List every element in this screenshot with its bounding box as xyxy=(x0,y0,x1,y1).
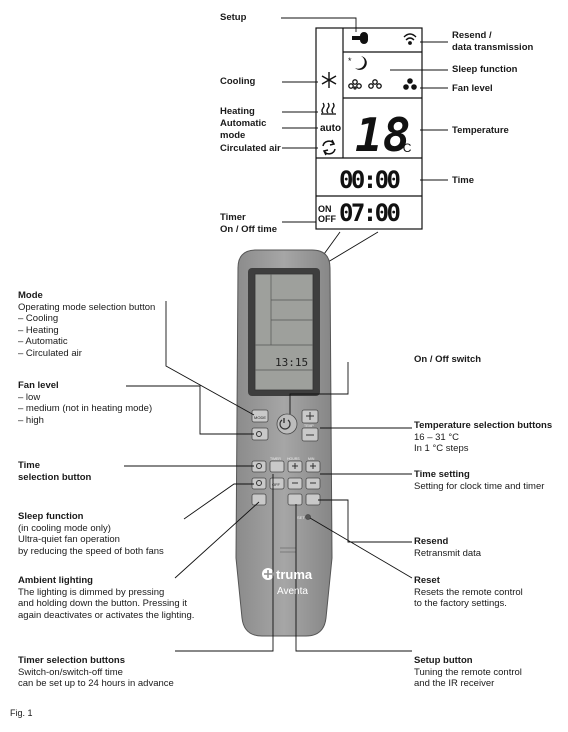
truma-logo-icon xyxy=(262,568,274,580)
light-shape xyxy=(251,493,267,506)
set-label: SET xyxy=(297,515,305,520)
callout-time-sel-title: Time selection button xyxy=(18,460,92,483)
callout-resend-desc: Retransmit data xyxy=(414,547,482,559)
remote-grille xyxy=(280,547,296,553)
snowflake-icon xyxy=(321,72,337,88)
label-timer-on-off: Timer On / Off time xyxy=(220,212,277,235)
callout-setup-desc: Tuning the remote control and the IR rec… xyxy=(414,666,522,690)
lcd-display-enlarged xyxy=(315,27,423,230)
circulated-air-icon xyxy=(322,139,336,156)
svg-text:*: * xyxy=(348,56,352,66)
hours-label: HOURS xyxy=(287,457,300,461)
remote-control xyxy=(235,249,333,637)
label-fan-level: Fan level xyxy=(452,83,493,94)
label-time: Time xyxy=(452,175,475,186)
callout-time-setting-title: Time setting xyxy=(414,469,470,480)
callout-setup-button: Setup button Tuning the remote control a… xyxy=(414,655,522,690)
moon-icon: * xyxy=(348,56,367,70)
callout-ambient-lighting: Ambient lighting The lighting is dimmed … xyxy=(18,575,194,621)
callout-time-setting-desc: Setting for clock time and timer xyxy=(414,480,545,492)
callout-mode: Mode Operating mode selection button – C… xyxy=(18,290,155,359)
callout-mode-desc: Operating mode selection button – Coolin… xyxy=(18,301,156,359)
timer-off-button[interactable]: OFF xyxy=(272,482,281,487)
time-sel-shape xyxy=(251,460,267,473)
callout-ambient-title: Ambient lighting xyxy=(18,575,93,586)
callout-sleep-function: Sleep function (in cooling mode only) Ul… xyxy=(18,511,164,557)
timer-label: TIMER xyxy=(270,457,281,461)
resend-shape xyxy=(305,493,321,506)
timer-on-text: ON xyxy=(318,204,332,214)
callout-on-off: On / Off switch xyxy=(414,354,481,366)
timer-off-shape xyxy=(269,477,285,490)
callout-fan-desc: – low – medium (not in heating mode) – h… xyxy=(18,391,153,426)
label-resend-data: Resend / data transmission xyxy=(452,30,534,53)
figure-label: Fig. 1 xyxy=(10,708,33,718)
callout-sleep-desc: (in cooling mode only) Ultra-quiet fan o… xyxy=(18,522,164,557)
label-circulated-air: Circulated air xyxy=(220,143,281,154)
sleep-shape xyxy=(251,477,267,490)
fan-icon-low xyxy=(348,79,362,90)
callout-reset-title: Reset xyxy=(414,575,440,586)
callout-timer-sel-title: Timer selection buttons xyxy=(18,655,125,666)
button-glyphs xyxy=(256,412,316,486)
reset-hole-shape xyxy=(305,514,311,520)
mode-button-shape xyxy=(251,409,269,423)
callout-fan-title: Fan level xyxy=(18,380,59,391)
auto-mode-text: auto xyxy=(320,123,341,134)
callout-temp-sel-title: Temperature selection buttons xyxy=(414,420,553,431)
callout-setup-title: Setup button xyxy=(414,655,473,666)
heating-icon xyxy=(321,102,336,115)
callout-sleep-title: Sleep function xyxy=(18,511,84,522)
callout-fan-level: Fan level – low – medium (not in heating… xyxy=(18,380,152,426)
callout-timer-sel-desc: Switch-on/switch-off time can be set up … xyxy=(18,666,174,690)
temperature-unit: °C xyxy=(398,141,412,155)
callout-time-selection: Time selection button xyxy=(18,460,91,483)
remote-lcd-time: 13:15 xyxy=(275,356,308,369)
temp-label: TEMP xyxy=(304,424,314,428)
wifi-icon xyxy=(403,33,417,45)
callout-time-setting: Time setting Setting for clock time and … xyxy=(414,469,544,492)
callout-timer-selection: Timer selection buttons Switch-on/switch… xyxy=(18,655,174,690)
label-cooling: Cooling xyxy=(220,76,256,87)
callout-temp-sel-desc: 16 – 31 °C In 1 °C steps xyxy=(414,431,469,455)
callout-temperature-selection: Temperature selection buttons 16 – 31 °C… xyxy=(414,420,552,455)
mode-button[interactable]: MODE xyxy=(254,415,266,420)
min-label: MIN xyxy=(308,457,315,461)
brand-logo: truma xyxy=(276,567,313,582)
setup-shape xyxy=(287,493,303,506)
temperature-readout: 18 xyxy=(355,108,410,162)
fan-icon-high xyxy=(403,78,417,90)
callout-reset: Reset Resets the remote control to the f… xyxy=(414,575,523,610)
label-setup: Setup xyxy=(220,12,247,23)
timer-readout: 07:00 xyxy=(339,199,401,227)
fan-icon-medium xyxy=(368,79,382,89)
callout-mode-title: Mode xyxy=(18,290,43,301)
clock-readout: 00:00 xyxy=(339,166,401,194)
model-name: Aventa xyxy=(277,586,308,597)
wrench-icon xyxy=(352,32,368,44)
power-button-shape xyxy=(276,413,298,435)
callout-onoff-title: On / Off switch xyxy=(414,354,482,365)
callout-lines-remote xyxy=(124,301,413,652)
callout-resend: Resend Retransmit data xyxy=(414,536,481,559)
callout-reset-desc: Resets the remote control to the factory… xyxy=(414,586,523,610)
label-sleep-function: Sleep function xyxy=(452,64,518,75)
fan-button-shape xyxy=(251,427,269,441)
timer-on-shape xyxy=(269,460,285,473)
callout-ambient-desc: The lighting is dimmed by pressing and h… xyxy=(18,586,195,621)
callout-resend-title: Resend xyxy=(414,536,449,547)
label-automatic-mode: Automatic mode xyxy=(220,118,267,141)
label-heating: Heating xyxy=(220,106,255,117)
timer-off-text: OFF xyxy=(318,214,336,224)
label-temperature: Temperature xyxy=(452,125,509,136)
